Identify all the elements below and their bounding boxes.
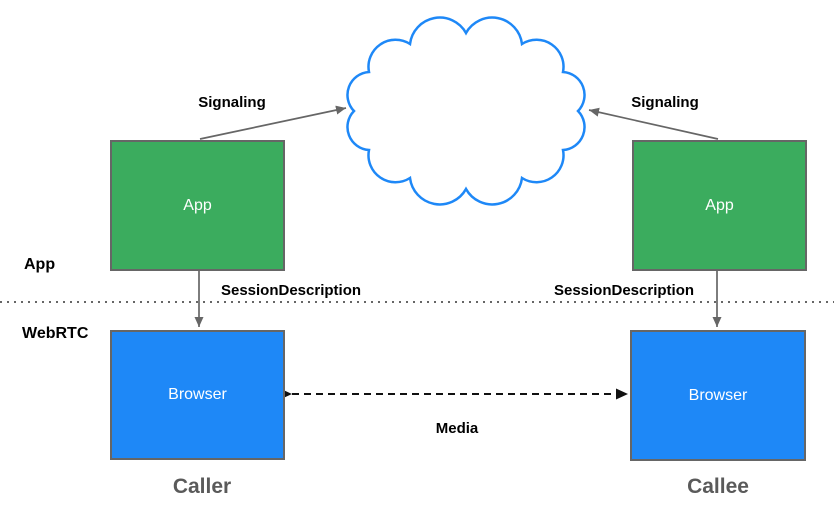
- cloud-shape: [346, 16, 586, 206]
- signaling-arrow-right: [588, 107, 719, 140]
- caller-browser-box: Browser: [110, 330, 285, 460]
- caller-caption: Caller: [172, 475, 232, 498]
- session-description-label-left: SessionDescription: [220, 282, 362, 299]
- zone-label-webrtc: WebRTC: [22, 325, 89, 342]
- caller-browser-label: Browser: [168, 386, 227, 403]
- media-label: Media: [435, 420, 479, 437]
- signaling-arrow-left: [199, 105, 347, 140]
- callee-app-box: App: [632, 140, 807, 271]
- signaling-label-left: Signaling: [198, 94, 266, 111]
- signaling-cloud: [346, 16, 586, 206]
- callee-browser-label: Browser: [688, 386, 748, 404]
- caller-app-label: App: [183, 196, 212, 214]
- callee-browser-box: Browser: [630, 330, 806, 461]
- caller-app-box: App: [110, 140, 285, 271]
- session-description-label-right: SessionDescription: [553, 282, 695, 299]
- signaling-label-right: Signaling: [631, 94, 699, 111]
- callee-caption: Callee: [687, 475, 749, 498]
- callee-app-label: App: [705, 196, 734, 214]
- zone-label-app: App: [24, 256, 56, 273]
